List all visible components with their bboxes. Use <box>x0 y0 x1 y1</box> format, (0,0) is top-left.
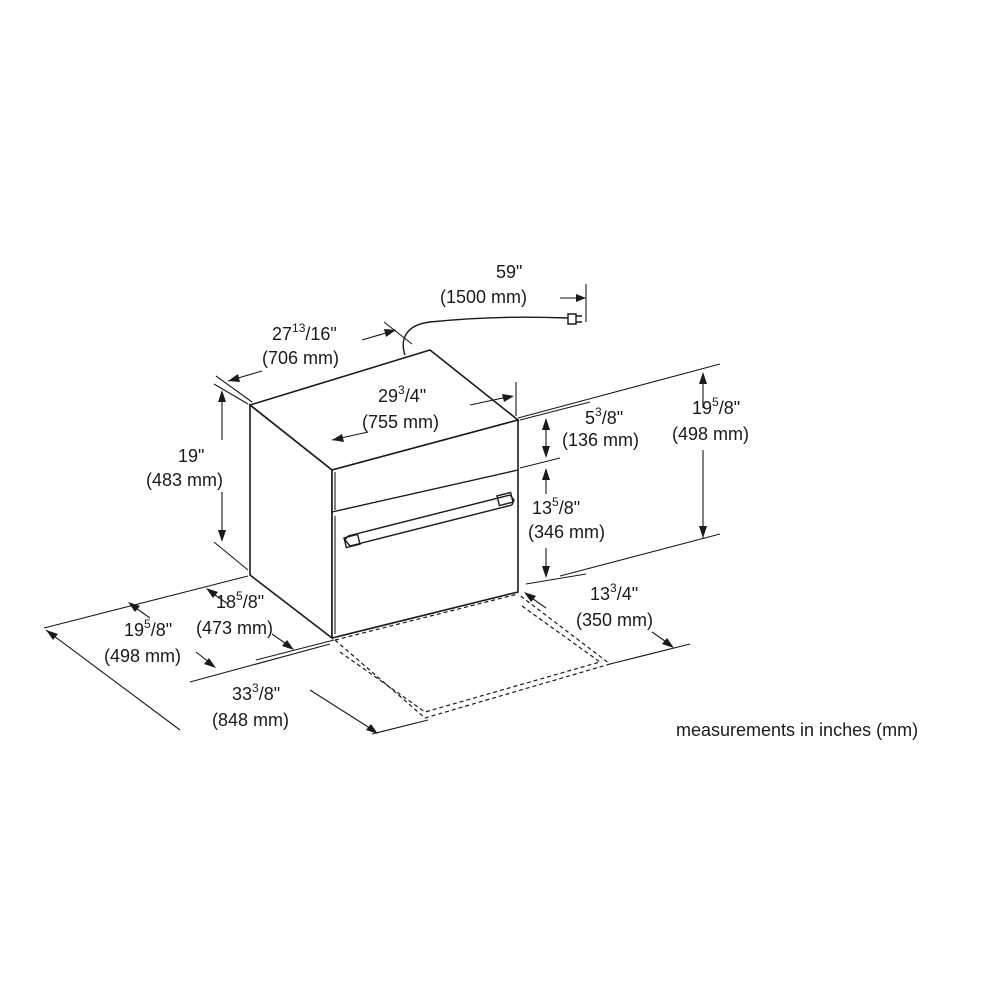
power-cord <box>402 316 569 356</box>
panel-divider <box>331 469 519 513</box>
appliance-body <box>248 313 582 640</box>
svg-text:195/8": 195/8" <box>692 395 740 418</box>
height-full-whole: 19 <box>692 398 712 418</box>
panel-whole: 5 <box>585 408 595 428</box>
width-top-mm: (755 mm) <box>362 412 439 432</box>
side-depth-sup: 5 <box>236 589 243 603</box>
dim-panel: 53/8" (136 mm) <box>519 401 639 469</box>
cord-length-in: 59" <box>496 262 522 282</box>
open-drawer-footprint <box>334 593 612 719</box>
open-door-sup: 3 <box>610 581 617 595</box>
height-in: 19" <box>178 446 204 466</box>
open-door-mm: (350 mm) <box>576 610 653 630</box>
width-top-whole: 29 <box>378 386 398 406</box>
svg-text:293/4": 293/4" <box>378 383 426 406</box>
left-depth-sub: /8" <box>151 620 172 640</box>
side-depth-whole: 18 <box>216 592 236 612</box>
svg-text:185/8": 185/8" <box>216 589 264 612</box>
cord-length-mm: (1500 mm) <box>440 287 527 307</box>
svg-text:2713/16": 2713/16" <box>272 321 337 344</box>
left-depth-sup: 5 <box>144 617 151 631</box>
height-full-mm: (498 mm) <box>672 424 749 444</box>
dim-cord: 59" (1500 mm) <box>440 262 587 322</box>
total-depth-sub: /8" <box>259 684 280 704</box>
dim-height: 19" (483 mm) <box>146 383 249 571</box>
dim-width-top: 293/4" (755 mm) <box>331 382 517 442</box>
door-sup: 5 <box>552 495 559 509</box>
dim-left-depth: 195/8" (498 mm) <box>104 602 331 683</box>
side-depth-sub: /8" <box>243 592 264 612</box>
dim-door: 135/8" (346 mm) <box>525 468 605 585</box>
drawer-handle <box>343 491 515 549</box>
dim-height-full: 195/8" (498 mm) <box>517 363 749 577</box>
measurements-note: measurements in inches (mm) <box>676 720 918 740</box>
dim-depth-top: 2713/16" (706 mm) <box>215 321 413 403</box>
svg-text:135/8": 135/8" <box>532 495 580 518</box>
total-depth-mm: (848 mm) <box>212 710 289 730</box>
width-top-sub: /4" <box>405 386 426 406</box>
svg-text:195/8": 195/8" <box>124 617 172 640</box>
depth-top-whole: 27 <box>272 324 292 344</box>
door-whole: 13 <box>532 498 552 518</box>
height-mm: (483 mm) <box>146 470 223 490</box>
side-depth-mm: (473 mm) <box>196 618 273 638</box>
height-full-sup: 5 <box>712 395 719 409</box>
depth-top-sup: 13 <box>292 321 306 335</box>
svg-text:53/8": 53/8" <box>585 405 623 428</box>
dim-open-door: 133/4" (350 mm) <box>524 581 691 665</box>
panel-sup: 3 <box>595 405 602 419</box>
left-depth-mm: (498 mm) <box>104 646 181 666</box>
door-sub: /8" <box>559 498 580 518</box>
panel-mm: (136 mm) <box>562 430 639 450</box>
panel-sub: /8" <box>602 408 623 428</box>
door-mm: (346 mm) <box>528 522 605 542</box>
svg-text:133/4": 133/4" <box>590 581 638 604</box>
dim-total-depth: 333/8" (848 mm) <box>45 629 429 735</box>
front-face <box>331 418 519 640</box>
depth-top-sub: /16" <box>305 324 336 344</box>
open-door-sub: /4" <box>617 584 638 604</box>
depth-top-mm: (706 mm) <box>262 348 339 368</box>
height-full-sub: /8" <box>719 398 740 418</box>
dim-side-depth: 185/8" (473 mm) <box>43 575 335 661</box>
left-depth-whole: 19 <box>124 620 144 640</box>
svg-text:333/8": 333/8" <box>232 681 280 704</box>
open-door-whole: 13 <box>590 584 610 604</box>
total-depth-sup: 3 <box>252 681 259 695</box>
width-top-sup: 3 <box>398 383 405 397</box>
total-depth-whole: 33 <box>232 684 252 704</box>
